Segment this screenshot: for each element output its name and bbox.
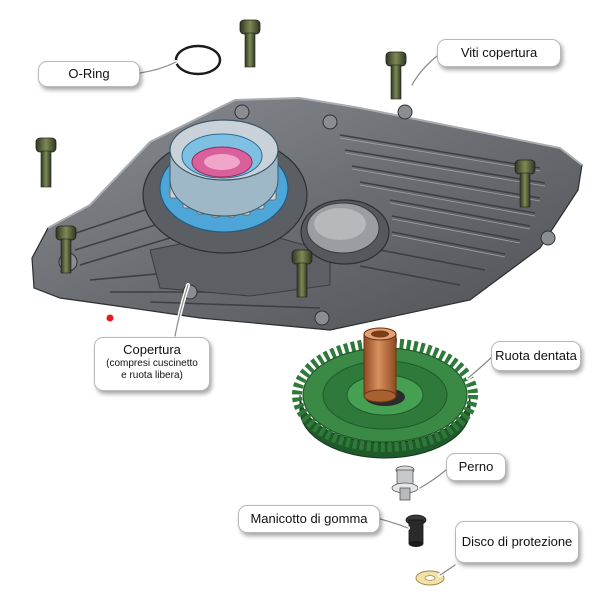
label-copertura: Copertura (compresi cuscinetto e ruota l…	[94, 337, 210, 391]
label-manicotto-text: Manicotto di gomma	[250, 511, 368, 526]
label-perno: Perno	[446, 453, 506, 481]
label-viti-copertura: Viti copertura	[437, 39, 561, 67]
label-copertura-note-1: (compresi cuscinetto	[106, 358, 198, 369]
label-disco: Disco di protezione	[455, 521, 579, 563]
label-manicotto: Manicotto di gomma	[238, 505, 380, 533]
screw-top-right	[385, 51, 407, 100]
screw-right	[514, 159, 536, 208]
screw-left-lower	[55, 225, 77, 274]
label-perno-text: Perno	[458, 459, 494, 474]
cover-ribs	[339, 134, 546, 286]
label-copertura-note-2: e ruota libera)	[121, 370, 183, 381]
o-ring-part	[174, 44, 222, 76]
label-copertura-text: Copertura	[123, 342, 181, 357]
cover-plug	[300, 199, 390, 265]
screw-left	[35, 137, 57, 188]
label-o-ring: O-Ring	[38, 61, 140, 87]
label-ruota-dentata-text: Ruota dentata	[495, 348, 577, 363]
label-disco-text: Disco di protezione	[461, 534, 573, 549]
bearing-freewheel	[142, 119, 308, 254]
gear-shaft	[363, 327, 397, 403]
pin-part	[391, 465, 419, 501]
rubber-sleeve-part	[405, 514, 427, 547]
washer-part	[415, 570, 445, 586]
label-o-ring-text: O-Ring	[68, 66, 110, 81]
red-marker	[106, 314, 114, 322]
screw-middle	[291, 249, 313, 298]
screw-top-center	[239, 19, 261, 68]
label-viti-copertura-text: Viti copertura	[460, 45, 538, 60]
label-ruota-dentata: Ruota dentata	[491, 341, 581, 371]
cover-screws	[35, 19, 536, 298]
